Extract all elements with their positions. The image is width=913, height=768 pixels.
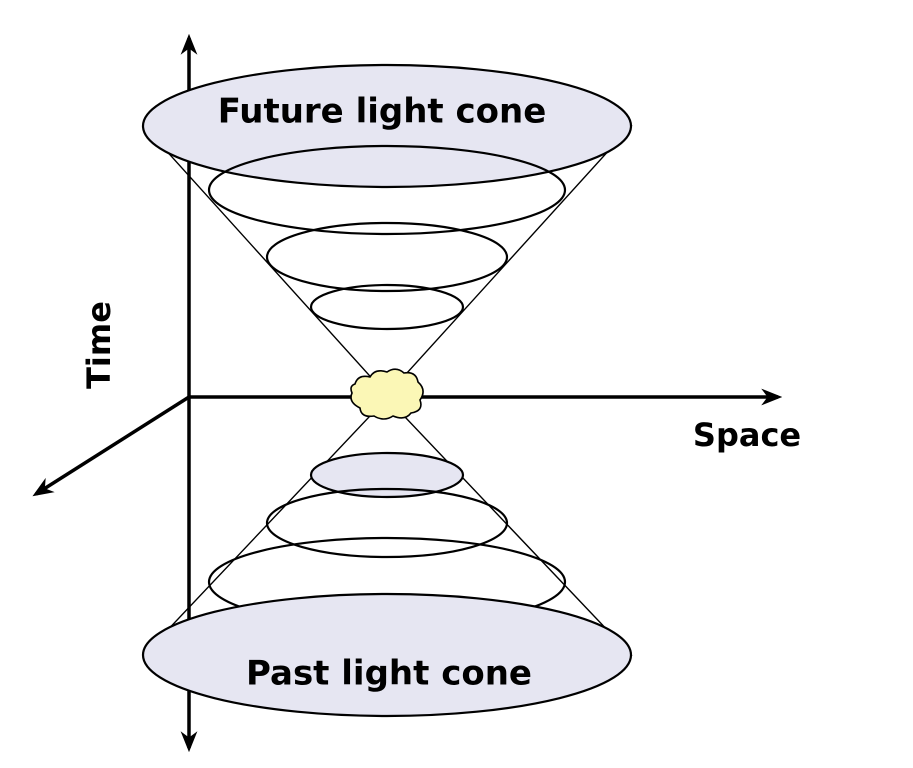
past-cone-ring-3 xyxy=(309,451,465,499)
future-cone-ring-2 xyxy=(265,221,509,293)
depth-axis xyxy=(32,395,190,497)
future-cone-ring-1 xyxy=(207,144,567,236)
future-cone-ring-3 xyxy=(309,283,465,331)
past-cone-ring-2 xyxy=(265,487,509,559)
event-cloud xyxy=(350,368,424,420)
space-axis-label: Space xyxy=(693,416,801,454)
past-cone-base xyxy=(141,592,633,718)
past-light-cone-label: Past light cone xyxy=(246,654,532,694)
past-light-cone xyxy=(141,396,633,718)
future-cone-rim xyxy=(141,63,633,189)
time-axis-label: Time xyxy=(80,301,118,389)
future-light-cone xyxy=(141,63,633,397)
future-light-cone-label: Future light cone xyxy=(218,92,547,132)
